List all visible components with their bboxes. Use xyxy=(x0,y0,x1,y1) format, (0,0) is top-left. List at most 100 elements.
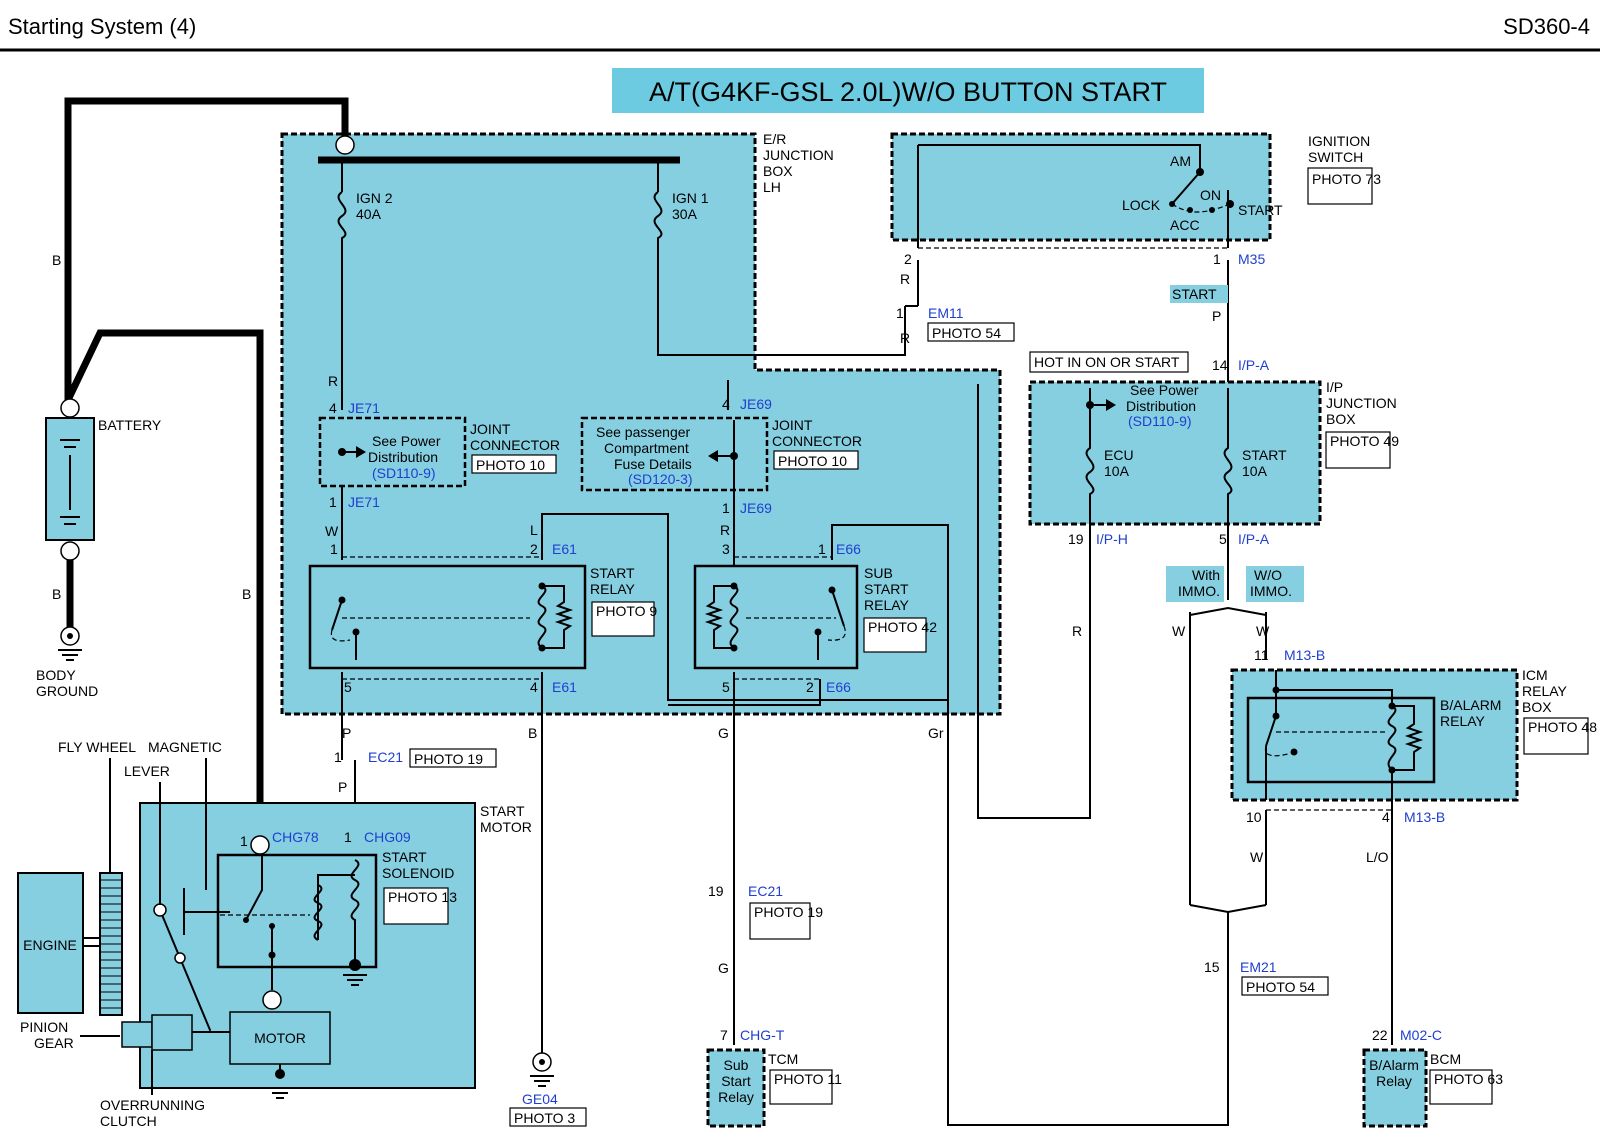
motor-terminal xyxy=(262,990,282,1010)
ip-jb-note-ref: (SD110-9) xyxy=(1128,413,1192,429)
ge04-ground-icon xyxy=(530,1052,554,1087)
b-alarm-relay xyxy=(1246,696,1436,784)
ignition-switch-box xyxy=(890,132,1272,242)
pin-2-m35: 2 xyxy=(904,251,912,267)
pin-19-ip-h: 19 xyxy=(1068,531,1084,547)
wire-color-r-em11-bottom: R xyxy=(900,330,910,346)
photo-bcm xyxy=(1429,1069,1493,1105)
photo-start-relay xyxy=(591,601,655,637)
photo-ge04 xyxy=(509,1107,587,1127)
svg-text:SWITCH: SWITCH xyxy=(1308,149,1363,165)
photo-tcm xyxy=(769,1069,833,1105)
ecu-fuse-amp: 10A xyxy=(1104,463,1130,479)
photo-je69-text: PHOTO 10 xyxy=(778,453,847,469)
conn-je71-top: JE71 xyxy=(348,400,380,416)
battery-neg-terminal xyxy=(60,541,80,561)
start-relay xyxy=(308,564,587,670)
conn-ec21-top: EC21 xyxy=(368,749,403,765)
pin-1-je69: 1 xyxy=(722,500,730,516)
ign-pos-start: START xyxy=(1238,202,1283,218)
engine-shaft xyxy=(83,937,100,947)
photo-em21-text: PHOTO 54 xyxy=(1246,979,1315,995)
motor-ground-icon xyxy=(268,1064,292,1099)
svg-text:E/R: E/R xyxy=(763,131,786,147)
conn-je69-bottom: JE69 xyxy=(740,500,772,516)
immo-branch-wire xyxy=(1189,606,1267,905)
pin-15-em21: 15 xyxy=(1204,959,1220,975)
je69-arrow-icon xyxy=(708,450,718,462)
pin-1-e66: 1 xyxy=(818,541,826,557)
je69-joint-connector xyxy=(580,416,769,492)
conn-ip-a-top: I/P-A xyxy=(1238,357,1270,373)
conn-m35: M35 xyxy=(1238,251,1265,267)
photo-tcm-text: PHOTO 11 xyxy=(774,1071,842,1087)
battery-pos-terminal xyxy=(60,398,80,418)
pin-1-chg09: 1 xyxy=(344,829,352,845)
wire-color-b-ge04: B xyxy=(528,725,537,741)
pin-1-chg78: 1 xyxy=(240,833,248,849)
pin-10-m13b: 10 xyxy=(1246,809,1262,825)
photo-icm-text: PHOTO 48 xyxy=(1528,719,1597,735)
photo-ge04-text: PHOTO 3 xyxy=(514,1110,575,1126)
sub-start-relay-internal xyxy=(704,582,846,660)
wire-color-r-je71: R xyxy=(328,373,338,389)
flywheel-label: FLY WHEEL xyxy=(58,739,136,755)
conn-em11: EM11 xyxy=(928,305,964,321)
wire-color-l: L xyxy=(530,522,538,538)
ign1-label: IGN 1 xyxy=(672,190,709,206)
ecu-fuse xyxy=(1085,388,1095,530)
conn-chg09: CHG09 xyxy=(364,829,411,845)
tcm-box xyxy=(706,1048,766,1128)
pin-4-e61: 4 xyxy=(530,679,538,695)
svg-text:BOX: BOX xyxy=(763,163,793,179)
photo-em11-text: PHOTO 54 xyxy=(932,325,1001,341)
ecu-fuse-label: ECU xyxy=(1104,447,1134,463)
pin-1-e61: 1 xyxy=(330,541,338,557)
tcm-label: TCM xyxy=(768,1051,798,1067)
with-immo-bg xyxy=(1166,566,1224,602)
em21-merge-wire xyxy=(1189,904,1267,960)
photo-je69 xyxy=(773,450,859,470)
pin-2-e61: 2 xyxy=(530,541,538,557)
ign-switch-am-feed xyxy=(918,144,1201,172)
conn-e66-bottom: E66 xyxy=(826,679,851,695)
pin-2-e66: 2 xyxy=(806,679,814,695)
photo-ip-jb xyxy=(1325,431,1391,469)
pinion-leaders xyxy=(80,1035,153,1095)
banner-text: A/T(G4KF-GSL 2.0L)W/O BUTTON START xyxy=(649,77,1167,107)
conn-ge04: GE04 xyxy=(522,1091,558,1107)
conn-chg78: CHG78 xyxy=(272,829,319,845)
pin-4-je71: 4 xyxy=(329,400,337,416)
start-fuse-label: START xyxy=(1242,447,1287,463)
page-code: SD360-4 xyxy=(1503,14,1590,39)
photo-je71 xyxy=(471,454,557,474)
hot-in-label: HOT IN ON OR START xyxy=(1034,354,1180,370)
photo-start-solenoid-text: PHOTO 13 xyxy=(388,889,457,905)
photo-ec21-bottom-text: PHOTO 19 xyxy=(754,904,823,920)
engine xyxy=(17,872,84,1014)
je71-joint-connector xyxy=(318,416,467,488)
flywheel-teeth xyxy=(100,879,122,1009)
battery-wire-b xyxy=(64,97,349,400)
start-relay-internal xyxy=(330,582,574,660)
er-junction-box-label: E/R JUNCTION BOX LH xyxy=(763,131,834,195)
engine-label: ENGINE xyxy=(23,937,77,953)
ign2-fuse xyxy=(337,191,347,410)
chg78-terminal xyxy=(250,835,270,855)
photo-icm xyxy=(1523,717,1589,755)
conn-em21: EM21 xyxy=(1240,959,1277,975)
wire-color-r-je69: R xyxy=(720,522,730,538)
start-tag: START xyxy=(1172,286,1217,302)
page-title: Starting System (4) xyxy=(8,14,196,39)
photo-ign-switch-text: PHOTO 73 xyxy=(1312,171,1381,187)
wire-color-b-3: B xyxy=(242,586,251,602)
